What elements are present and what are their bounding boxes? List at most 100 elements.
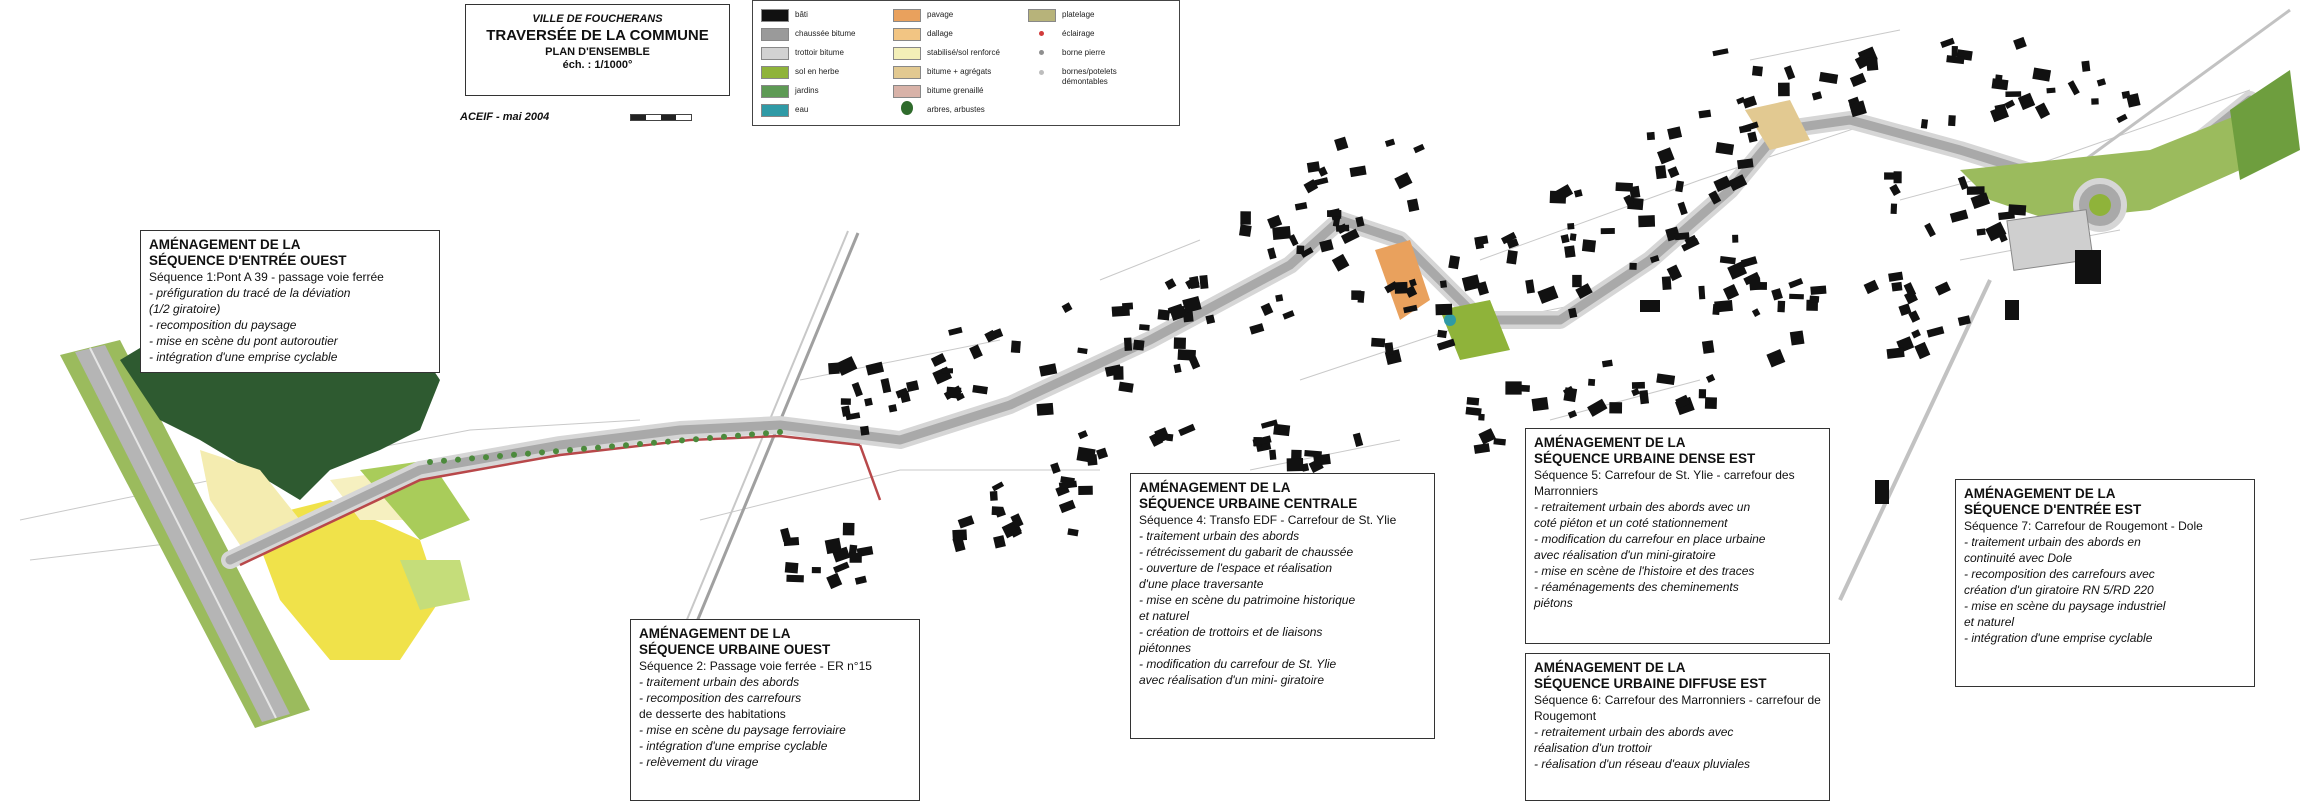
building-footprint: [1572, 274, 1582, 288]
building-footprint: [2046, 87, 2056, 94]
legend-label-8: stabilisé/sol renforcé: [927, 48, 1000, 57]
note-title: AMÉNAGEMENT DE LA: [1139, 480, 1291, 495]
building-footprint: [1849, 72, 1867, 88]
building-footprint: [1588, 378, 1596, 386]
note-sequence: Séquence 6: Carrefour des Marronniers - …: [1534, 693, 1821, 723]
building-footprint: [824, 537, 842, 555]
building-footprint: [1288, 234, 1299, 247]
building-footprint: [1609, 402, 1623, 414]
building-footprint: [1331, 253, 1350, 272]
building-footprint: [948, 326, 963, 336]
tree: [609, 443, 615, 450]
note-line: - traitement urbain des abords: [639, 675, 800, 689]
plan-scale: éch. : 1/1000°: [562, 59, 633, 71]
building-footprint: [1010, 340, 1021, 354]
building-footprint: [1587, 398, 1608, 417]
building-footprint: [1437, 329, 1448, 339]
building-footprint: [1189, 276, 1200, 290]
building-footprint: [2013, 36, 2027, 50]
building-footprint: [1854, 52, 1873, 70]
building-footprint: [1911, 329, 1921, 339]
building-footprint: [2081, 60, 2091, 72]
note-entree-est: AMÉNAGEMENT DE LA SÉQUENCE D'ENTRÉE EST …: [1955, 479, 2255, 687]
tree: [651, 439, 657, 446]
building-footprint: [1078, 485, 1093, 495]
building-footprint: [1188, 356, 1201, 370]
building-footprint: [1076, 446, 1096, 463]
building-footprint: [854, 575, 867, 585]
legend-swatch-8: [893, 47, 921, 60]
building-footprint: [1698, 389, 1707, 399]
note-line: et naturel: [1964, 615, 2015, 629]
east-crossroad-paving: [1745, 100, 1810, 150]
building-footprint: [1623, 194, 1636, 209]
building-footprint: [860, 425, 870, 436]
note-line: réalisation d'un trottoir: [1534, 741, 1652, 755]
building-footprint: [1698, 285, 1706, 300]
note-line: - intégration d'une emprise cyclable: [149, 350, 338, 364]
building-footprint: [1435, 303, 1453, 316]
building-footprint: [1888, 271, 1904, 282]
tree: [693, 436, 699, 443]
building-footprint: [1326, 209, 1342, 217]
note-title: SÉQUENCE URBAINE DIFFUSE EST: [1534, 676, 1767, 691]
building-footprint: [1575, 283, 1593, 299]
building-footprint: [1712, 304, 1721, 316]
building-footprint: [1531, 397, 1549, 412]
building-footprint: [1275, 294, 1284, 302]
building-footprint: [1096, 447, 1109, 460]
building-footprint: [1267, 214, 1283, 229]
note-line: - traitement urbain des abords en: [1964, 535, 2141, 549]
building-footprint: [1723, 283, 1740, 301]
building-footprint: [1990, 105, 2010, 123]
trees-layer: [427, 429, 783, 465]
building-footprint: [1863, 279, 1880, 295]
note-line: - mise en scène du paysage industriel: [1964, 599, 2166, 613]
tree: [441, 457, 447, 464]
east-entry-green: [1960, 110, 2250, 220]
building-footprint: [1948, 115, 1956, 127]
building-footprint: [1783, 65, 1796, 80]
building-footprint: [1949, 209, 1969, 223]
building-footprint: [989, 491, 998, 501]
legend-label-15: bornes/potelets démontables: [1062, 67, 1117, 86]
tree: [455, 456, 461, 463]
note-line: - réaménagements des cheminements: [1534, 580, 1739, 594]
building-footprint: [1077, 347, 1088, 355]
building-footprint: [1303, 179, 1319, 194]
building-footprint: [1890, 203, 1898, 214]
building-footprint: [1976, 228, 1986, 236]
building-footprint: [1631, 381, 1645, 389]
note-line: - intégration d'une emprise cyclable: [1964, 631, 2153, 645]
building-footprint: [1394, 281, 1408, 294]
building-footprint: [1742, 95, 1758, 109]
tree: [539, 449, 545, 456]
building-footprint: [1478, 413, 1485, 421]
building-footprint: [1177, 349, 1196, 361]
building-footprint: [1050, 462, 1061, 474]
building-footprint: [1581, 239, 1597, 253]
building-footprint: [865, 361, 885, 376]
building-footprint: [1601, 359, 1613, 368]
building-footprint: [1067, 528, 1079, 537]
building-footprint: [1300, 246, 1314, 258]
note-line: - ouverture de l'espace et réalisation: [1139, 561, 1333, 575]
building-footprint: [1104, 364, 1122, 377]
tree: [665, 438, 671, 445]
building-footprint: [1466, 397, 1480, 406]
building-footprint: [1537, 285, 1559, 304]
building-footprint: [1118, 381, 1134, 393]
building-footprint: [1766, 349, 1786, 368]
note-line: - réalisation d'un réseau d'eaux pluvial…: [1534, 757, 1751, 771]
building-footprint: [1728, 174, 1748, 192]
building-footprint: [1946, 55, 1965, 65]
legend-swatch-3: [761, 66, 789, 79]
building-footprint: [840, 398, 851, 405]
note-title: AMÉNAGEMENT DE LA: [149, 237, 301, 252]
building-footprint: [1355, 216, 1365, 228]
legend-swatch-12: [1028, 9, 1056, 22]
building-footprint: [1667, 126, 1683, 140]
legend-label-12: platelage: [1062, 10, 1095, 19]
building-footprint: [1553, 184, 1574, 202]
